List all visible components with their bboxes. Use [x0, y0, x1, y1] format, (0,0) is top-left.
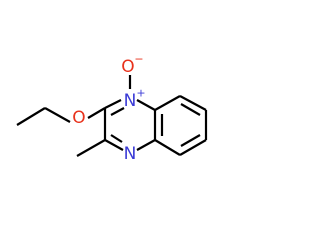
- atom-oxide-oxygen: O: [121, 57, 134, 77]
- bond-c8-c7-double: [180, 103, 201, 116]
- bond-c2-n1-double: [110, 107, 125, 116]
- bond-c8a-c8: [154, 95, 181, 111]
- bond-c6-c5-double: [180, 134, 201, 147]
- structure-canvas: O − N + O N: [16, 52, 208, 164]
- atom-n-oxide-nitrogen: N: [124, 91, 137, 111]
- molecule-diagram: O − N + O N: [16, 53, 208, 164]
- bond-c3-methyl: [76, 139, 106, 157]
- bond-ch2-oether: [44, 107, 71, 123]
- atom-ether-oxygen: O: [72, 108, 85, 128]
- bond-n1-c8a: [136, 99, 156, 111]
- bond-c8-c7: [179, 95, 207, 111]
- bond-c2-n1: [104, 99, 122, 109]
- atom-ring-nitrogen: N: [124, 144, 137, 164]
- bond-n4-c3: [104, 139, 124, 151]
- bond-ch3-ch2: [16, 107, 46, 126]
- bond-n4-c3-double: [110, 134, 123, 143]
- bond-oether-c2: [87, 107, 106, 119]
- bond-c6-c5: [179, 139, 207, 156]
- atom-oxide-oxygen-charge: −: [134, 53, 143, 66]
- atom-n-oxide-nitrogen-charge: +: [136, 87, 145, 100]
- bond-c4a-n4: [136, 139, 156, 151]
- bond-c5-c4a: [154, 139, 181, 156]
